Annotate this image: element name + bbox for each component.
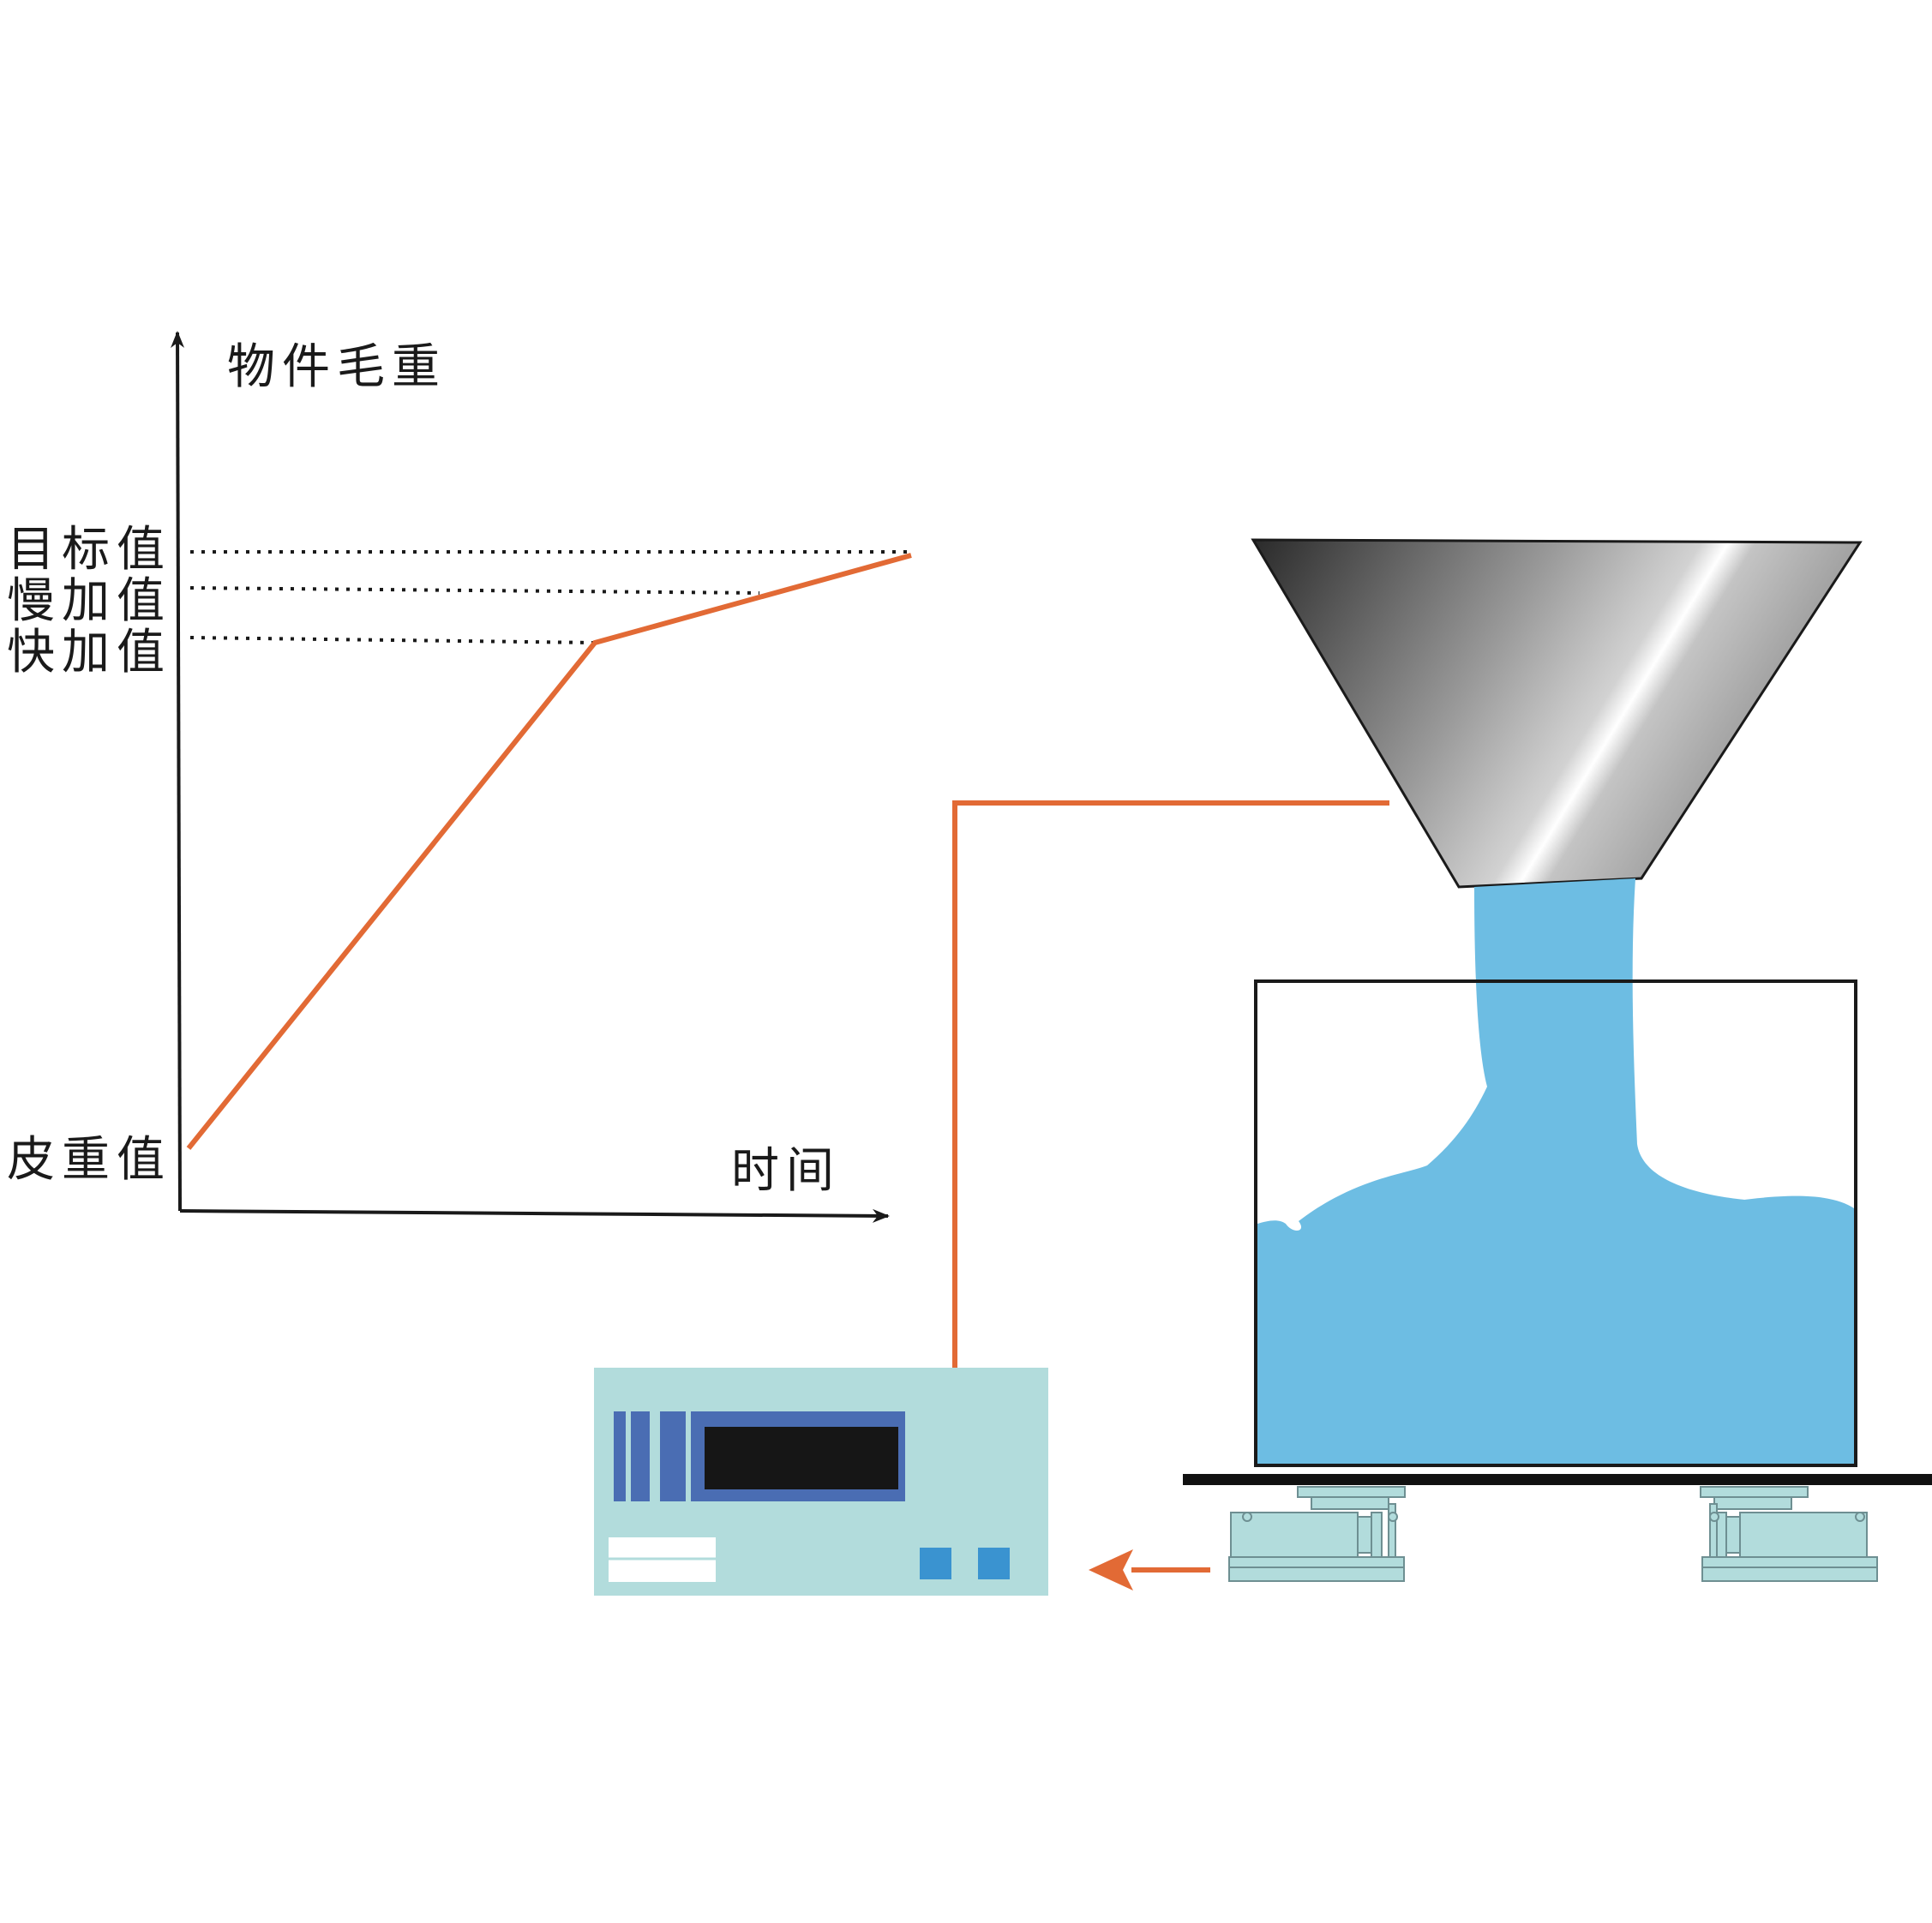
signal-wire <box>952 800 1389 1369</box>
weighing-platform <box>1183 1474 1932 1485</box>
x-axis <box>179 1208 890 1223</box>
level-label-target: 目标值 <box>7 522 171 578</box>
weighing-controller-icon <box>594 1368 1048 1596</box>
level-label-fast: 快加值 <box>7 625 171 680</box>
load-cell-icon <box>1228 1486 1878 1582</box>
controller-indicator-bar-3 <box>660 1411 686 1501</box>
material-flow <box>1257 878 1854 1465</box>
filling-curve <box>186 553 912 1150</box>
controller-indicator-bar-1 <box>614 1411 626 1501</box>
container-icon <box>1254 979 1857 1467</box>
filling-chart: 物件毛重 时间 目标值 慢加值 快加值 皮重值 <box>7 331 912 1223</box>
controller-display-screen <box>705 1427 898 1489</box>
level-label-slow: 慢加值 <box>7 573 171 629</box>
fast-level-line <box>189 636 596 644</box>
x-axis-label: 时间 <box>731 1143 841 1199</box>
level-label-tare: 皮重值 <box>7 1132 171 1188</box>
controller-indicator-bar-2 <box>631 1411 650 1501</box>
y-axis-label: 物件毛重 <box>227 339 447 395</box>
arrow-left-icon <box>1089 1549 1133 1591</box>
controller-button-2[interactable] <box>978 1548 1010 1579</box>
slow-level-line <box>189 586 760 595</box>
controller-button-1[interactable] <box>920 1548 951 1579</box>
hopper-icon <box>1251 538 1863 889</box>
y-axis <box>171 331 185 1212</box>
